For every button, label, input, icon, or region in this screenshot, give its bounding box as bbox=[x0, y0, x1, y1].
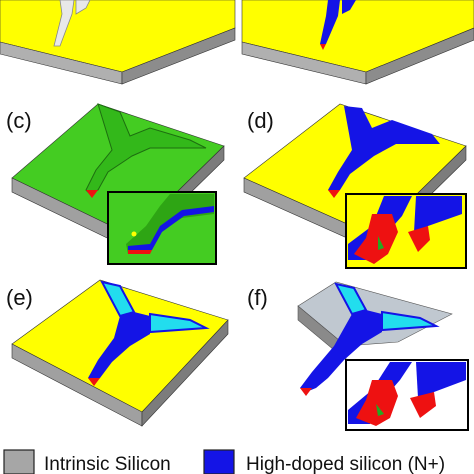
panel-c-inset bbox=[107, 191, 217, 265]
panel-a-block bbox=[0, 0, 236, 85]
panel-f-probe bbox=[300, 282, 440, 396]
panel-d-inset bbox=[345, 193, 467, 269]
legend-label-intrinsic-silicon: Intrinsic Silicon bbox=[44, 454, 171, 474]
legend: Intrinsic Silicon High-doped silicon (N+… bbox=[3, 449, 445, 474]
panel-e-probe bbox=[88, 280, 210, 386]
panel-d: (d) bbox=[243, 103, 467, 269]
panel-d-probe bbox=[328, 106, 440, 198]
panel-f-label: (f) bbox=[247, 285, 268, 310]
panel-c-label: (c) bbox=[6, 108, 32, 133]
legend-item-intrinsic-silicon: Intrinsic Silicon bbox=[3, 449, 171, 474]
legend-swatch-intrinsic-silicon bbox=[3, 449, 35, 474]
panel-a-probe bbox=[53, 0, 91, 47]
legend-swatch-high-doped-silicon bbox=[203, 449, 235, 474]
panel-f: (f) bbox=[247, 281, 469, 431]
panel-e: (e) bbox=[6, 279, 229, 427]
panel-c: (c) bbox=[6, 103, 225, 265]
panel-b-probe bbox=[320, 0, 356, 50]
panel-c-probe bbox=[85, 103, 207, 198]
panel-b-block bbox=[241, 0, 474, 85]
panel-d-label: (d) bbox=[247, 108, 274, 133]
legend-item-high-doped-silicon: High-doped silicon (N+) bbox=[203, 449, 445, 474]
panel-e-label: (e) bbox=[6, 285, 33, 310]
legend-label-high-doped-silicon: High-doped silicon (N+) bbox=[246, 454, 445, 474]
panel-f-inset bbox=[345, 359, 469, 431]
